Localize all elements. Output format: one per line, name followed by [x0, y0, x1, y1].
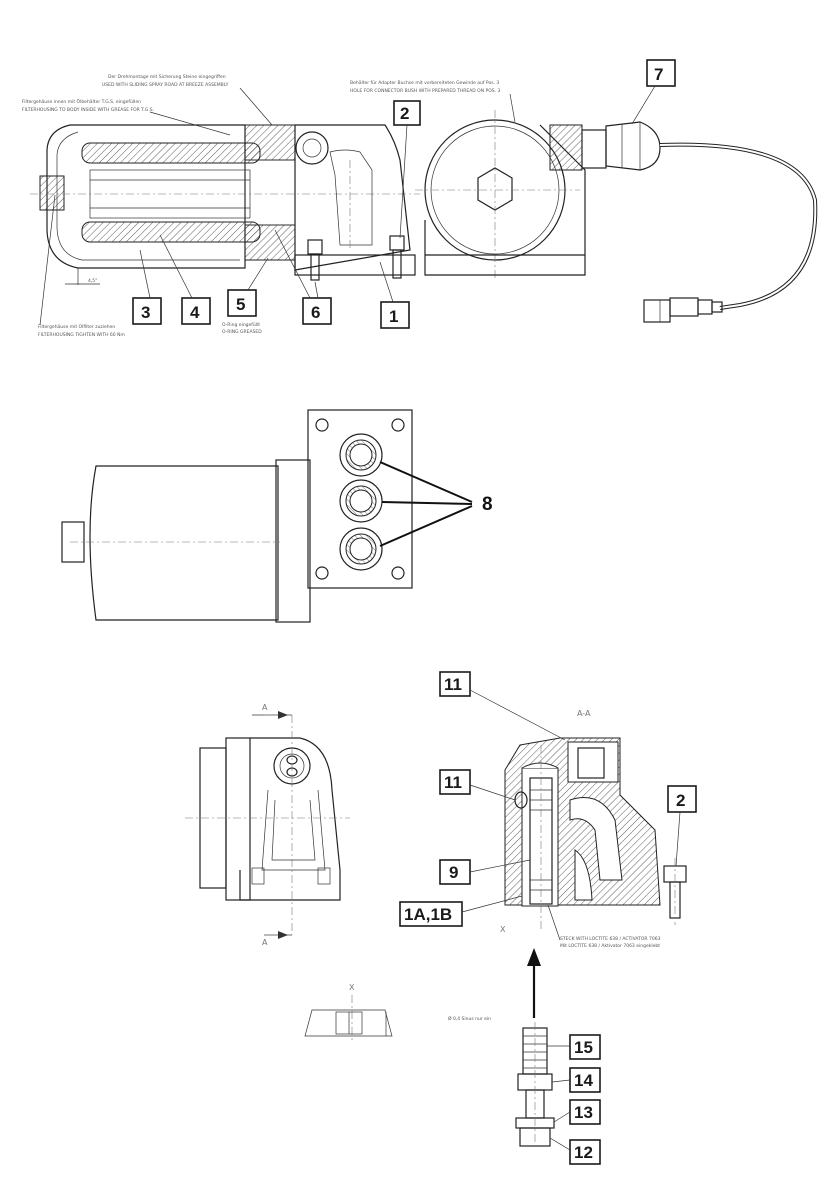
callout-11-mid: 11 [439, 769, 471, 795]
filter-assembly-section: 4,5° [30, 124, 420, 285]
svg-text:3: 3 [141, 303, 150, 322]
callout-13: 13 [569, 1099, 601, 1125]
filter-end-view [61, 409, 413, 623]
callout-3: 3 [132, 297, 162, 325]
note-2a: Filtergehäuse innen mit Ölbehälter T.G.S… [22, 98, 141, 105]
callout-14: 14 [569, 1067, 601, 1093]
detail-mark: X [500, 925, 506, 934]
callout-9: 9 [439, 859, 471, 885]
filter-head-side-view [415, 110, 818, 323]
port-ring-1 [339, 433, 383, 477]
callout-1a-1b: 1A,1B [399, 901, 463, 927]
svg-text:13: 13 [574, 1103, 593, 1122]
callout-1: 1 [380, 301, 410, 329]
svg-text:X: X [349, 983, 355, 992]
svg-text:2: 2 [400, 104, 409, 123]
callout-11-top: 11 [439, 671, 471, 697]
section-mark-bottom: A [262, 938, 268, 947]
note-7: Ø 0,4 Sinus nur ein [448, 1015, 491, 1022]
stud-assembly [515, 1022, 555, 1150]
svg-text:9: 9 [449, 863, 458, 882]
port-ring-3 [339, 527, 383, 571]
note-5a: O-Ring eingefüllt [222, 322, 260, 328]
callout-12: 12 [569, 1139, 601, 1165]
section-title: A-A [577, 709, 591, 718]
svg-text:1A,1B: 1A,1B [404, 905, 452, 924]
svg-text:6: 6 [311, 303, 320, 322]
svg-text:11: 11 [444, 675, 462, 694]
filter-head-front-view [185, 711, 350, 939]
note-6b: Mit LOCTITE 638 / Aktivator 7063 eingekl… [560, 943, 660, 949]
detail-x-view: X [304, 983, 393, 1040]
callout-5: 5 [227, 289, 257, 317]
note-4b: FILTERHOUSING TIGHTEN WITH 60 Nm [38, 332, 125, 338]
svg-text:14: 14 [574, 1071, 593, 1090]
svg-text:4,5°: 4,5° [88, 278, 97, 284]
port-ring-2 [339, 479, 383, 523]
svg-text:1: 1 [389, 307, 398, 326]
filter-head-section [504, 737, 661, 930]
svg-text:5: 5 [236, 295, 245, 314]
section-mark-top: A [262, 703, 268, 712]
note-6a: STECK WITH LOCTITE 638 / ACTIVATOR 7063 [560, 936, 661, 942]
svg-text:4: 4 [190, 303, 200, 322]
callout-8: 8 [482, 494, 493, 515]
note-2b: FILTERHOUSING TO BODY INSIDE WITH GREASE… [22, 107, 154, 113]
callout-6: 6 [302, 297, 332, 325]
note-1a: Der Drehmontage mit Sicherung Steine ein… [108, 74, 226, 80]
svg-text:12: 12 [574, 1143, 593, 1162]
svg-text:2: 2 [676, 791, 685, 810]
svg-text:15: 15 [574, 1038, 593, 1057]
callout-2-top: 2 [393, 100, 421, 126]
note-4a: Filtergehäuse mit Olfilter zuziehen [38, 324, 115, 330]
callout-4: 4 [181, 297, 211, 325]
note-5b: O-RING GREASED [222, 329, 262, 335]
note-1b: USED WITH SLIDING SPRAY ROAD AT BREEZE A… [102, 82, 229, 88]
note-3a: Behälter für Adapter Buchse mit vorberei… [350, 80, 499, 86]
callout-2-bottom: 2 [667, 785, 697, 813]
callout-15: 15 [569, 1034, 601, 1060]
note-3b: HOLE FOR CONNECTOR BUSH WITH PREPARED TH… [350, 88, 500, 94]
callout-7: 7 [646, 59, 676, 87]
svg-text:7: 7 [654, 65, 663, 84]
svg-text:11: 11 [444, 773, 462, 792]
